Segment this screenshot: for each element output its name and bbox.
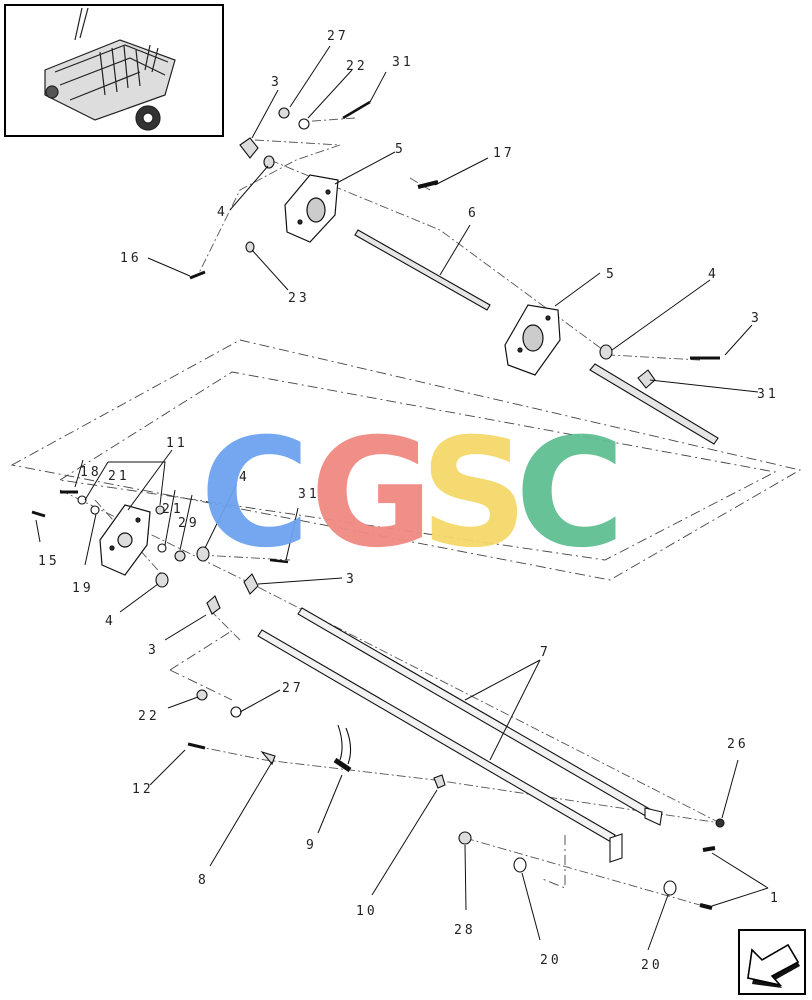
back-arrow-icon: [747, 943, 800, 988]
watermark-letter-2: G: [310, 407, 433, 581]
rail-lower[interactable]: [257, 629, 623, 863]
watermark-letter-4: C: [515, 407, 625, 581]
callout-18: 18: [80, 465, 102, 480]
callout-29: 29: [178, 516, 200, 531]
callout-22: 22: [138, 709, 160, 724]
callout-labels: 27 22 31 3 5 17 4 6 16 23 5 4 3 31 11 18…: [38, 29, 781, 973]
shaft-upper[interactable]: [354, 229, 491, 311]
callout-9: 9: [306, 838, 317, 853]
thumbnail-frame[interactable]: [4, 4, 224, 137]
baler-machine-thumbnail-icon: [44, 7, 176, 131]
side-plate-upper[interactable]: [284, 174, 339, 243]
callout-21: 21: [108, 469, 130, 484]
callout-20: 20: [641, 958, 663, 973]
callout-4: 4: [708, 267, 719, 282]
callout-3: 3: [271, 75, 282, 90]
callout-3: 3: [346, 572, 357, 587]
back-arrow-button[interactable]: [738, 929, 806, 995]
callout-3: 3: [148, 643, 159, 658]
callout-27: 27: [327, 29, 349, 44]
callout-5: 5: [606, 267, 617, 282]
callout-6: 6: [468, 206, 479, 221]
callout-5: 5: [395, 142, 406, 157]
callout-11: 11: [166, 436, 188, 451]
callout-31: 31: [298, 487, 320, 502]
side-plate-lower[interactable]: [504, 304, 561, 376]
callout-20: 20: [540, 953, 562, 968]
callout-1: 1: [770, 891, 781, 906]
small-parts[interactable]: [31, 100, 725, 910]
shaft-lower[interactable]: [589, 363, 719, 445]
callout-4: 4: [239, 470, 250, 485]
callout-8: 8: [198, 873, 209, 888]
callout-16: 16: [120, 251, 142, 266]
callout-10: 10: [356, 904, 378, 919]
rail-upper[interactable]: [297, 607, 663, 826]
callout-3: 3: [751, 311, 762, 326]
callout-23: 23: [288, 291, 310, 306]
callout-4: 4: [105, 614, 116, 629]
callout-17: 17: [493, 146, 515, 161]
callout-26: 26: [727, 737, 749, 752]
callout-4: 4: [217, 205, 228, 220]
callout-22: 22: [346, 59, 368, 74]
assembly-outline: [10, 339, 802, 889]
callout-31: 31: [392, 55, 414, 70]
callout-12: 12: [132, 782, 154, 797]
watermark: C G S C: [200, 407, 625, 581]
callout-15: 15: [38, 554, 60, 569]
side-plate-left[interactable]: [99, 504, 151, 576]
callout-21: 21: [162, 502, 184, 517]
callout-19: 19: [72, 581, 94, 596]
callout-7: 7: [540, 645, 551, 660]
watermark-letter-1: C: [200, 407, 310, 581]
callout-28: 28: [454, 923, 476, 938]
callout-27: 27: [282, 681, 304, 696]
watermark-letter-3: S: [420, 407, 528, 581]
leader-lines: [35, 45, 769, 951]
callout-31: 31: [757, 387, 779, 402]
